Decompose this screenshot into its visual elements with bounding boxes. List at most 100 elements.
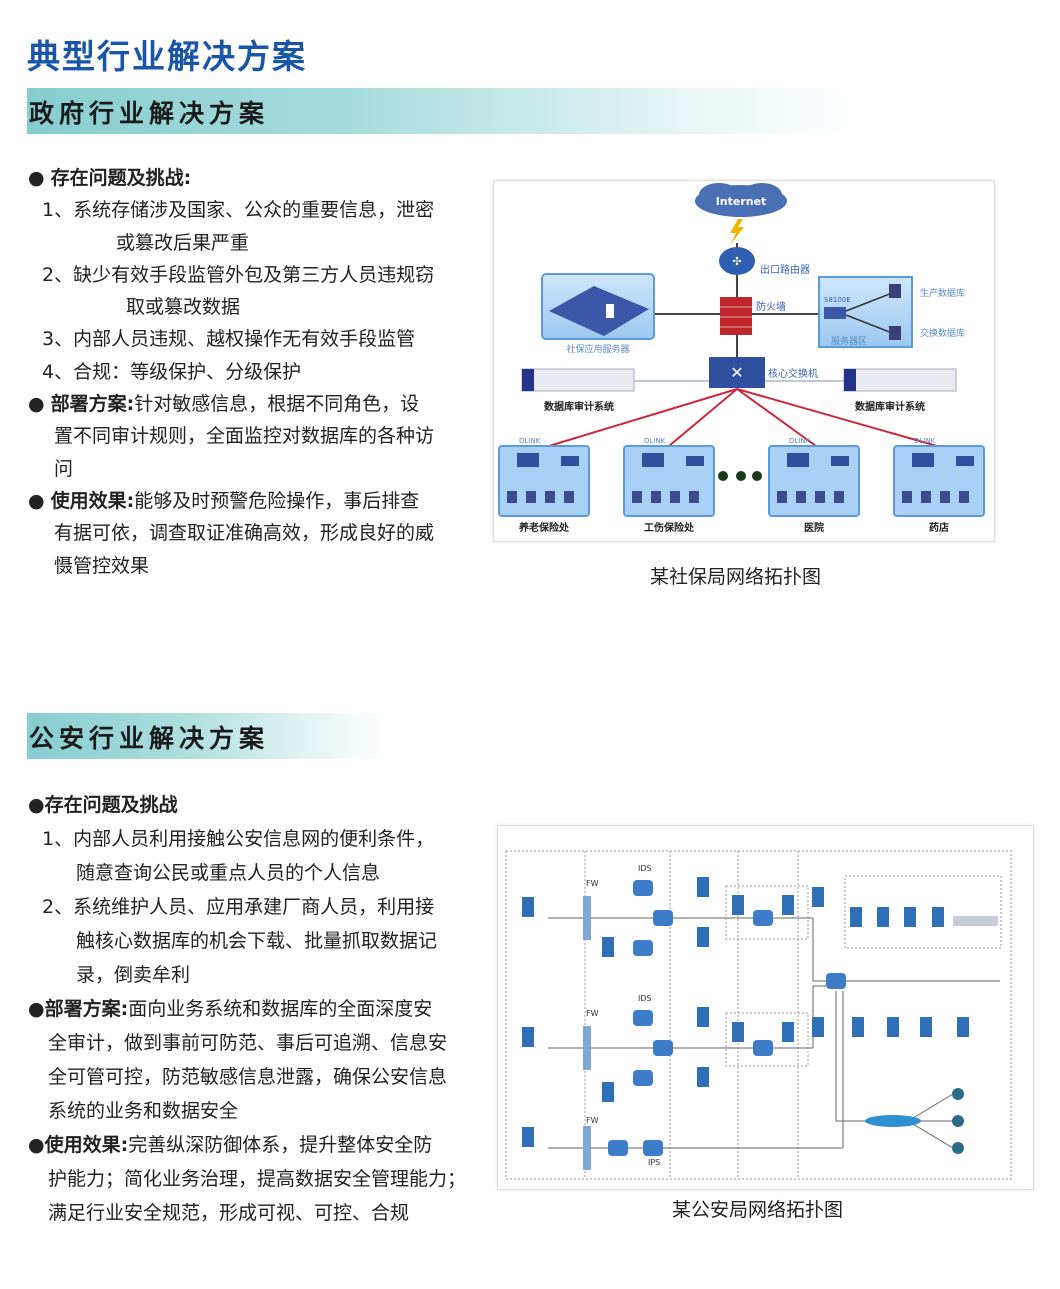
switch-icon: [753, 910, 773, 926]
switch-icon: [633, 1070, 653, 1086]
list-item: 2、系统维护人员、应用承建厂商人员，利用接: [42, 896, 435, 918]
computer-icon: [526, 491, 536, 503]
svg-text:DLINK: DLINK: [644, 437, 666, 445]
list-item-cont: 触核心数据库的机会下载、批量抓取数据记: [76, 930, 438, 952]
lightning-icon: [730, 219, 744, 245]
svg-text:S8100E: S8100E: [824, 296, 851, 304]
computer-icon: [959, 491, 969, 503]
server-icon: [697, 1067, 709, 1087]
computer-icon: [689, 491, 699, 503]
computer-icon: [834, 491, 844, 503]
text-line: 问: [54, 457, 74, 480]
svg-text:核心交换机: 核心交换机: [768, 367, 818, 380]
svg-text:DLINK: DLINK: [789, 437, 811, 445]
computer-icon: [940, 491, 950, 503]
firewall-icon: [720, 297, 752, 335]
core-switch-icon: ✕: [709, 357, 765, 388]
computer-icon: [796, 491, 806, 503]
branch-label: 药店: [929, 521, 949, 534]
user-icon: [952, 1115, 964, 1127]
server-icon: [932, 907, 944, 927]
svg-text:生产数据库: 生产数据库: [920, 287, 965, 299]
audit-appliance-icon: [953, 916, 998, 926]
text-line: 护能力；简化业务治理，提高数据安全管理能力；: [48, 1168, 467, 1190]
svg-text:IPS: IPS: [648, 1158, 660, 1167]
server-icon: [522, 1127, 534, 1147]
switch-icon: [633, 880, 653, 896]
computer-icon: [545, 491, 555, 503]
firewall-icon: [583, 1126, 591, 1170]
computer-icon: [564, 491, 574, 503]
computer-icon: [670, 491, 680, 503]
red-links: [548, 388, 938, 447]
bullet-line: ●存在问题及挑战: [28, 794, 178, 816]
section-header-gov: 政府行业解决方案: [27, 88, 847, 134]
bullet-line: ● 存在问题及挑战:: [28, 167, 192, 189]
svg-text:社保应用服务器: 社保应用服务器: [566, 343, 629, 355]
svg-text:DLINK: DLINK: [519, 437, 541, 445]
server-icon: [812, 1017, 824, 1037]
switch-icon: [912, 453, 934, 467]
list-item: 1、内部人员利用接触公安信息网的便利条件，: [42, 828, 435, 850]
switch-icon: [517, 453, 539, 467]
svg-text:✕: ✕: [730, 363, 743, 382]
list-item: 4、合规：等级保护、分级保护: [42, 360, 302, 383]
audit-appliance-icon: [843, 368, 957, 392]
server-icon: [782, 895, 794, 915]
server-icon: [782, 1022, 794, 1042]
list-item: 3、内部人员违规、越权操作无有效手段监管: [42, 328, 416, 351]
svg-text:Internet: Internet: [716, 195, 767, 208]
computer-icon: [507, 491, 517, 503]
switch-icon: [686, 456, 704, 466]
svg-text:服务器区: 服务器区: [831, 335, 867, 347]
svg-text:数据库审计系统: 数据库审计系统: [855, 400, 925, 413]
list-item-cont: 取或篡改数据: [126, 296, 241, 319]
police-topology-diagram: FW FW FW IDS IDS IPS: [497, 825, 1034, 1190]
switch-icon: [753, 1040, 773, 1056]
switch-icon: [642, 453, 664, 467]
branch-label: 医院: [804, 521, 824, 534]
list-item: 2、缺少有效手段监管外包及第三方人员违规窃: [42, 263, 435, 286]
network-ellipse: [865, 1115, 921, 1127]
bullet-line: ● 使用效果:能够及时预警危险操作，事后排查: [28, 489, 420, 512]
server-icon: [732, 895, 744, 915]
list-item-cont: 或篡改后果严重: [116, 231, 250, 254]
text-line: 全审计，做到事前可防范、事后可追溯、信息安: [48, 1032, 448, 1054]
switch-icon: [633, 1010, 653, 1026]
switch-icon: [653, 910, 673, 926]
bullet-line: ●使用效果:完善纵深防御体系，提升整体安全防: [28, 1134, 433, 1156]
svg-text:FW: FW: [586, 1009, 599, 1018]
social-security-topology-diagram: Internet ✣ 出口路由器 防火墙 社保应用服务器 S8100E 服务器区…: [493, 180, 995, 542]
section-header-police: 公安行业解决方案: [27, 713, 387, 759]
server-icon: [732, 1022, 744, 1042]
computer-icon: [902, 491, 912, 503]
firewall-icon: [583, 896, 591, 940]
server-icon: [522, 1027, 534, 1047]
database-icon: [889, 326, 901, 340]
switch-icon: [826, 973, 846, 989]
server-icon: [522, 897, 534, 917]
switch-icon: [956, 456, 974, 466]
switch-icon: [787, 453, 809, 467]
text-line: 慑管控效果: [54, 554, 150, 577]
list-item-cont: 录，倒卖牟利: [76, 964, 191, 986]
svg-text:IDS: IDS: [638, 994, 652, 1003]
server-icon: [850, 907, 862, 927]
text-line: 置不同审计规则，全面监控对数据库的各种访: [54, 425, 435, 448]
police-text: ●存在问题及挑战 1、内部人员利用接触公安信息网的便利条件， 随意查询公民或重点…: [28, 788, 466, 1230]
server-icon: [887, 1017, 899, 1037]
computer-icon: [921, 491, 931, 503]
server-icon: [602, 937, 614, 957]
section-title: 公安行业解决方案: [29, 724, 270, 753]
router-icon: ✣: [719, 247, 755, 275]
figure-caption: 某公安局网络拓扑图: [672, 1199, 844, 1221]
server-icon: [602, 1082, 614, 1102]
text-line: 系统的业务和数据安全: [48, 1100, 239, 1122]
computer-icon: [815, 491, 825, 503]
list-item-cont: 随意查询公民或重点人员的个人信息: [76, 862, 381, 884]
gov-text: ● 存在问题及挑战: 1、系统存储涉及国家、公众的重要信息，泄密 或篡改后果严重…: [28, 162, 434, 582]
server-icon: [904, 907, 916, 927]
switch-icon: [643, 1140, 663, 1156]
